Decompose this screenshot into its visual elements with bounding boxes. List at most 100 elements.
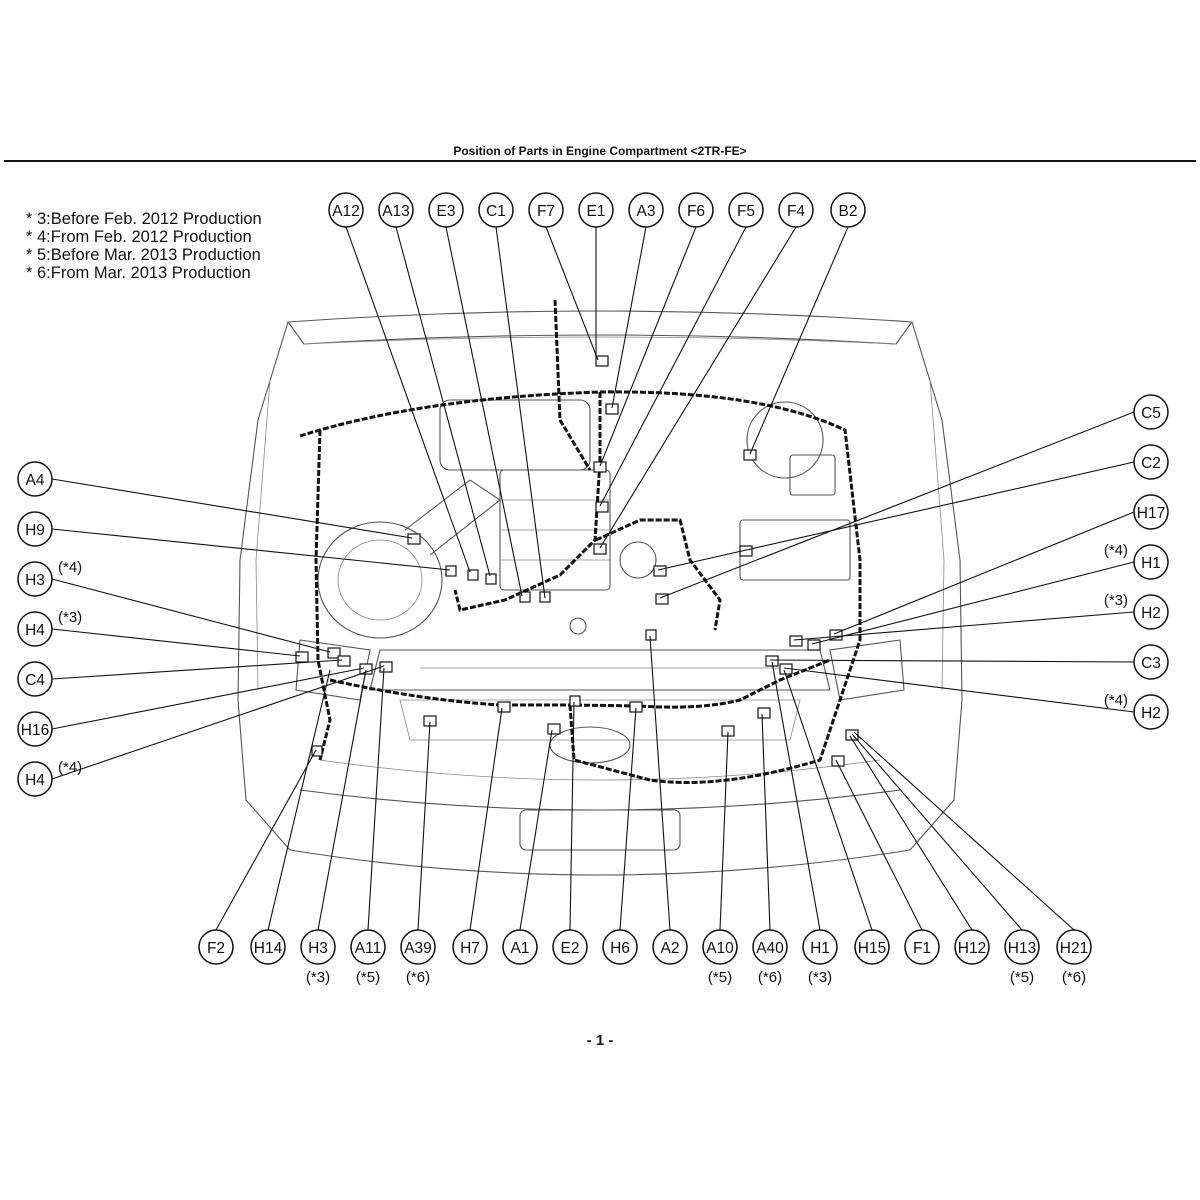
- svg-text:F2: F2: [207, 940, 225, 957]
- callout-a11: A11 (*5): [350, 929, 386, 986]
- svg-text:F1: F1: [913, 940, 931, 957]
- callout-h17: H17: [1133, 494, 1169, 530]
- callout-h4-left-upper: H4 (*3): [17, 609, 82, 647]
- production-note: (*4): [58, 559, 82, 576]
- production-note: (*6): [1062, 969, 1086, 986]
- callout-h4-left-lower: H4 (*4): [17, 759, 82, 797]
- svg-text:H4: H4: [25, 622, 45, 639]
- svg-text:H13: H13: [1008, 940, 1036, 957]
- wire-harness: [299, 299, 862, 784]
- callout-a4: A4: [17, 461, 53, 497]
- production-note: (*4): [58, 759, 82, 776]
- svg-text:A12: A12: [332, 203, 360, 220]
- svg-text:H16: H16: [21, 722, 49, 739]
- callouts-right: C5 C2 H17 H1 (*4) H2 (*3) C3 H2 (*4): [1104, 394, 1169, 730]
- callout-f6: F6: [678, 192, 714, 228]
- callouts-left: A4 H9 H3 (*4) H4 (*3) C4 H16 H4 (*4): [17, 461, 82, 797]
- callout-h15: H15: [854, 929, 890, 965]
- callout-f5: F5: [728, 192, 764, 228]
- callout-c5: C5: [1133, 394, 1169, 430]
- svg-text:C1: C1: [486, 203, 506, 220]
- svg-text:F5: F5: [737, 203, 755, 220]
- callout-a39: A39 (*6): [400, 929, 436, 986]
- svg-text:F4: F4: [787, 203, 805, 220]
- callouts-bottom: F2 H14 H3 (*3) A11 (*5) A39 (*6) H7 A1 E…: [198, 929, 1092, 986]
- callout-h13: H13 (*5): [1004, 929, 1040, 986]
- connectors: [295, 355, 859, 767]
- note-line: * 6:From Mar. 2013 Production: [26, 264, 251, 282]
- callout-e1: E1: [578, 192, 614, 228]
- callout-a13: A13: [378, 192, 414, 228]
- title-rule: [4, 160, 1196, 162]
- svg-text:E1: E1: [587, 203, 606, 220]
- svg-text:H17: H17: [1137, 505, 1165, 522]
- svg-text:A4: A4: [26, 472, 45, 489]
- production-note: (*3): [306, 969, 330, 986]
- svg-text:E2: E2: [561, 940, 580, 957]
- callout-a2: A2: [652, 929, 688, 965]
- svg-text:H3: H3: [25, 572, 45, 589]
- svg-text:C4: C4: [25, 672, 45, 689]
- callout-f4: F4: [778, 192, 814, 228]
- svg-text:H21: H21: [1060, 940, 1088, 957]
- callout-h1-right: H1 (*4): [1104, 542, 1169, 580]
- svg-text:H14: H14: [254, 940, 283, 957]
- production-note: (*5): [1010, 969, 1034, 986]
- svg-text:C2: C2: [1141, 455, 1161, 472]
- callout-e2: E2: [552, 929, 588, 965]
- callout-h14: H14: [250, 929, 286, 965]
- svg-text:E3: E3: [437, 203, 456, 220]
- callout-f2: F2: [198, 929, 234, 965]
- production-note: (*3): [808, 969, 832, 986]
- svg-text:A13: A13: [382, 203, 410, 220]
- callouts-top: A12 A13 E3 C1 F7 E1 A3 F6 F5 F4 B2: [328, 192, 866, 228]
- svg-text:A1: A1: [511, 940, 530, 957]
- page-title: Position of Parts in Engine Compartment …: [453, 144, 747, 158]
- production-note: (*4): [1104, 692, 1128, 709]
- callout-c1: C1: [478, 192, 514, 228]
- svg-text:A10: A10: [706, 940, 734, 957]
- callout-a40: A40 (*6): [752, 929, 788, 986]
- svg-text:H7: H7: [460, 940, 480, 957]
- svg-text:H12: H12: [958, 940, 986, 957]
- svg-text:H2: H2: [1141, 605, 1161, 622]
- note-line: * 5:Before Mar. 2013 Production: [26, 246, 261, 264]
- callout-c3: C3: [1133, 644, 1169, 680]
- production-note: (*5): [356, 969, 380, 986]
- callout-f7: F7: [528, 192, 564, 228]
- callout-h6: H6: [602, 929, 638, 965]
- svg-text:H6: H6: [610, 940, 630, 957]
- svg-text:H1: H1: [810, 940, 830, 957]
- production-note: (*6): [406, 969, 430, 986]
- callout-h12: H12: [954, 929, 990, 965]
- svg-text:A3: A3: [637, 203, 656, 220]
- callout-h2-right-upper: H2 (*3): [1104, 592, 1169, 630]
- svg-text:H2: H2: [1141, 705, 1161, 722]
- callout-h9: H9: [17, 511, 53, 547]
- svg-text:H15: H15: [858, 940, 886, 957]
- note-line: * 4:From Feb. 2012 Production: [26, 228, 252, 246]
- svg-text:H9: H9: [25, 522, 45, 539]
- svg-text:C5: C5: [1141, 405, 1161, 422]
- note-line: * 3:Before Feb. 2012 Production: [26, 210, 262, 228]
- callout-h2-right-lower: H2 (*4): [1104, 692, 1169, 730]
- callout-f1: F1: [904, 929, 940, 965]
- svg-text:A39: A39: [404, 940, 432, 957]
- leader-lines: [51, 226, 1135, 931]
- production-note: (*6): [758, 969, 782, 986]
- callout-h16: H16: [17, 711, 53, 747]
- svg-text:B2: B2: [839, 203, 858, 220]
- callout-h1-bottom: H1 (*3): [802, 929, 838, 986]
- svg-text:A11: A11: [355, 940, 381, 957]
- callout-h7: H7: [452, 929, 488, 965]
- svg-text:A40: A40: [756, 940, 784, 957]
- callout-b2: B2: [830, 192, 866, 228]
- callout-a3: A3: [628, 192, 664, 228]
- callout-a10: A10 (*5): [702, 929, 738, 986]
- callout-a1: A1: [502, 929, 538, 965]
- svg-text:H4: H4: [25, 772, 45, 789]
- callout-h3-bottom: H3 (*3): [300, 929, 336, 986]
- page-number: - 1 -: [586, 1032, 614, 1049]
- callout-c2: C2: [1133, 444, 1169, 480]
